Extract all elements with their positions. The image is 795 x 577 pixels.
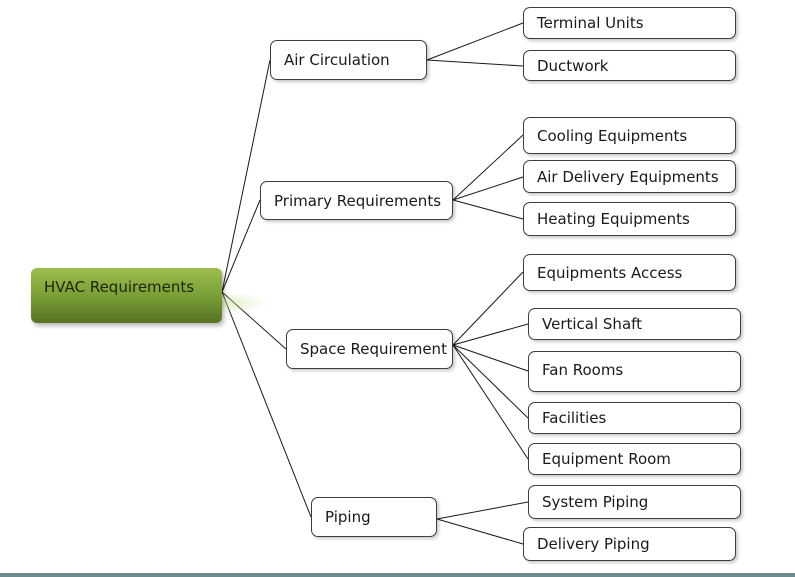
leaf-node-equipment-room: Equipment Room (528, 443, 741, 475)
root-node: HVAC Requirements (31, 268, 222, 323)
branch-node-primary-requirements: Primary Requirements (260, 181, 453, 220)
leaf-node-heating-equipments: Heating Equipments (523, 202, 736, 236)
leaf-node-cooling-equipments: Cooling Equipments (523, 117, 736, 154)
connector-space-fan-rooms (452, 344, 529, 372)
branch-node-air-circulation: Air Circulation (270, 40, 427, 80)
leaf-node-equipments-access: Equipments Access (523, 254, 736, 291)
connector-air-terminal-units (426, 22, 524, 61)
connector-piping-system (436, 501, 529, 520)
branch-label: Piping (325, 508, 371, 526)
leaf-node-delivery-piping: Delivery Piping (523, 527, 736, 561)
connector-primary-heating (452, 199, 524, 220)
leaf-label: Equipments Access (537, 263, 683, 282)
branch-label: Primary Requirements (274, 191, 442, 210)
connector-root-piping (221, 291, 312, 518)
connector-piping-delivery (436, 518, 524, 545)
leaf-node-air-delivery-equipments: Air Delivery Equipments (523, 160, 736, 193)
leaf-node-ductwork: Ductwork (523, 50, 736, 81)
leaf-node-vertical-shaft: Vertical Shaft (528, 308, 741, 340)
leaf-label: Terminal Units (537, 14, 644, 32)
leaf-label: Ductwork (537, 56, 609, 75)
leaf-label: System Piping (542, 493, 649, 511)
leaf-label: Air Delivery Equipments (537, 167, 719, 186)
root-node-label: HVAC Requirements (44, 278, 195, 296)
leaf-label: Vertical Shaft (542, 315, 643, 333)
connector-space-facilities (452, 344, 529, 419)
connector-root-air-circulation (221, 59, 271, 293)
connector-root-primary-requirements (221, 199, 261, 293)
connector-primary-cooling (452, 134, 524, 201)
leaf-label: Equipment Room (542, 450, 671, 468)
connector-space-equipments-access (452, 271, 524, 346)
branch-label: Air Circulation (284, 51, 390, 69)
connector-space-equipment-room (452, 344, 529, 460)
leaf-label: Facilities (542, 409, 607, 427)
leaf-node-facilities: Facilities (528, 402, 741, 434)
branch-label: Space Requirement (300, 340, 447, 358)
branch-node-space-requirement: Space Requirement (286, 329, 453, 369)
leaf-label: Delivery Piping (537, 535, 650, 553)
connector-primary-air-delivery (452, 176, 524, 201)
leaf-node-fan-rooms: Fan Rooms (528, 351, 741, 392)
branch-node-piping: Piping (311, 497, 437, 537)
root-glow (222, 292, 270, 314)
connector-space-vertical-shaft (452, 323, 529, 346)
leaf-node-system-piping: System Piping (528, 485, 741, 519)
leaf-label: Fan Rooms (542, 361, 624, 379)
leaf-label: Heating Equipments (537, 210, 690, 228)
leaf-label: Cooling Equipments (537, 126, 688, 145)
connector-air-ductwork (426, 59, 524, 67)
leaf-node-terminal-units: Terminal Units (523, 7, 736, 39)
bottom-border (0, 573, 795, 577)
